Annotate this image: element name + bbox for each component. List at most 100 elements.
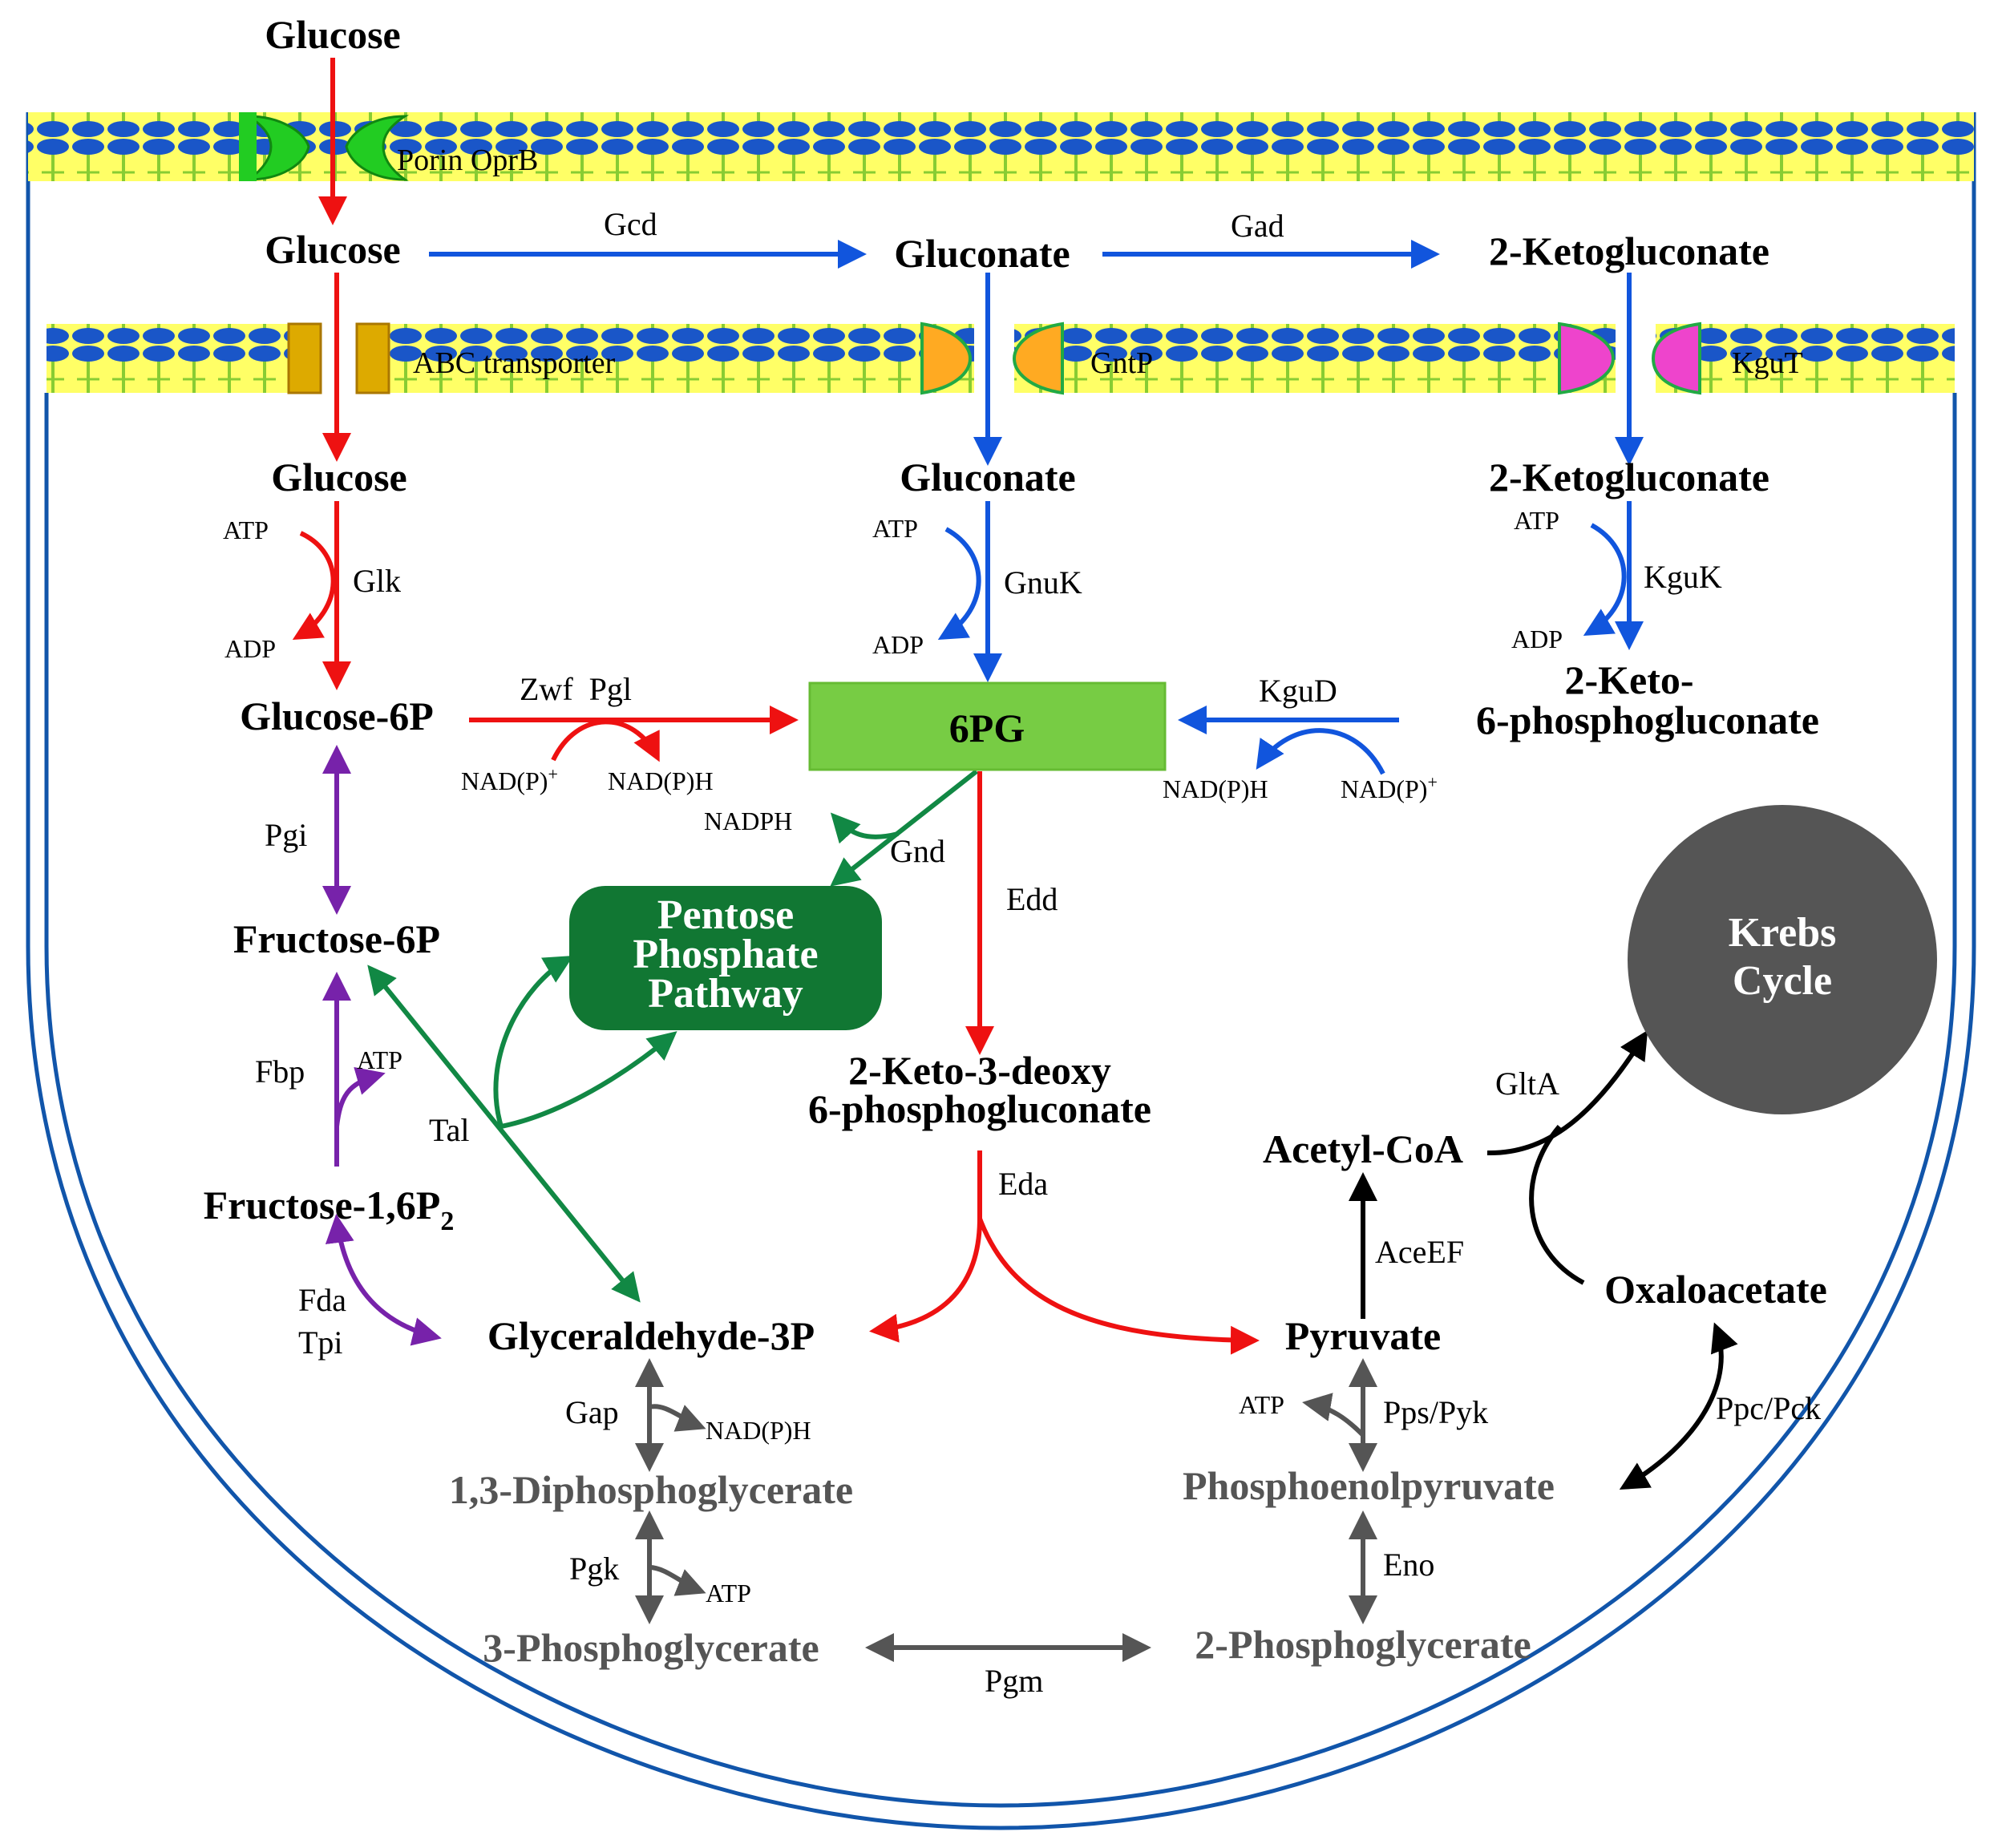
ppp-label-line1: Pentose — [657, 892, 794, 938]
abc-transporter-label: ABC transporter — [413, 346, 616, 380]
arrow-kgud-nadph — [1256, 728, 1385, 775]
arrow-zwf-nadp — [551, 719, 660, 762]
arrow-tal-to-ppp-lower — [500, 1031, 677, 1129]
cofactor-atp-kguk: ATP — [1514, 506, 1559, 535]
enzyme-glta: GltA — [1495, 1066, 1559, 1102]
enzyme-pps-pyk: Pps/Pyk — [1383, 1394, 1488, 1430]
enzyme-ppc-pck: Ppc/Pck — [1716, 1390, 1821, 1426]
keto6p-label-line1: 2-Keto- — [1564, 657, 1693, 702]
cofactor-nadph-zwf: NAD(P)H — [608, 766, 714, 795]
enzyme-kguk: KguK — [1644, 559, 1722, 595]
enzyme-gnd: Gnd — [890, 833, 945, 869]
gray-arrows — [635, 1358, 1377, 1662]
krebs-label-line1: Krebs — [1729, 910, 1837, 956]
kgut-label: KguT — [1732, 346, 1803, 380]
cofactor-labels: ATP ADP ATP ADP ATP ADP NAD(P)+ NAD(P)H … — [223, 506, 1563, 1607]
enzyme-gad: Gad — [1231, 208, 1284, 244]
enzyme-labels: Gcd Gad Glk GnuK KguK Zwf Pgl KguD Gnd E… — [255, 206, 1821, 1699]
arrow-pgk-atp — [649, 1565, 706, 1596]
dpg-label: 1,3-Diphosphoglycerate — [449, 1467, 853, 1512]
green-arrows — [367, 769, 978, 1303]
arrow-gnd-nadph — [830, 812, 899, 844]
pep-label: Phosphoenolpyruvate — [1183, 1463, 1555, 1508]
black-arrows — [1349, 1029, 1738, 1490]
enzyme-pgi: Pgi — [265, 817, 307, 853]
cofactor-nadph-kgud: NAD(P)H — [1163, 774, 1268, 803]
enzyme-tpi: Tpi — [298, 1324, 343, 1361]
cofactor-adp-glk: ADP — [224, 634, 276, 663]
kgut-left — [1558, 321, 1616, 395]
cofactor-nadph-gap: NAD(P)H — [706, 1416, 811, 1445]
gntp-right — [1012, 321, 1064, 395]
arrow-acetylcoa-to-krebs — [1486, 1029, 1648, 1156]
ketogluconate-cyto-label: 2-Ketogluconate — [1489, 455, 1769, 499]
kgut-right — [1651, 321, 1701, 395]
six-pg-label: 6PG — [949, 706, 1025, 750]
arrow-tal-f6p-g3p — [367, 964, 641, 1303]
pg2-label: 2-Phosphoglycerate — [1195, 1622, 1531, 1667]
glucose-cyto-label: Glucose — [271, 455, 406, 499]
purple-arrows — [322, 745, 442, 1346]
cofactor-atp-fbp: ATP — [357, 1045, 402, 1074]
enzyme-fda: Fda — [298, 1282, 346, 1318]
enzyme-pgm: Pgm — [985, 1663, 1043, 1699]
enzyme-fbp: Fbp — [255, 1053, 305, 1090]
cofactor-nadph-gnd: NADPH — [704, 807, 792, 835]
pyruvate-label: Pyruvate — [1285, 1313, 1441, 1358]
enzyme-glk: Glk — [353, 563, 401, 599]
outer-membrane: Porin OprB — [28, 112, 1974, 181]
enzyme-gap: Gap — [565, 1394, 619, 1430]
oxaloacetate-label: Oxaloacetate — [1604, 1267, 1827, 1312]
fructose-6p-label: Fructose-6P — [233, 916, 440, 961]
enzyme-pgk: Pgk — [569, 1551, 619, 1587]
line-oxaloacetate-to-glta — [1529, 1125, 1585, 1285]
cofactor-nadp-kgud: NAD(P)+ — [1341, 772, 1438, 803]
cofactor-adp-kguk: ADP — [1511, 625, 1563, 653]
arrow-eda-to-g3p — [869, 1218, 982, 1343]
arrow-glk-atp-adp — [292, 531, 336, 641]
inner-membrane: ABC transporter GntP KguT — [47, 321, 1955, 395]
gluconate-peri-label: Gluconate — [894, 231, 1070, 276]
enzyme-tal: Tal — [429, 1112, 470, 1148]
cofactor-atp-gnuk: ATP — [872, 514, 918, 543]
abc-transporter-left — [287, 322, 322, 394]
krebs-cycle-circle — [1628, 805, 1937, 1114]
enzyme-gcd: Gcd — [604, 206, 657, 242]
pg3-label: 3-Phosphoglycerate — [483, 1625, 819, 1670]
cofactor-atp-pps: ATP — [1239, 1390, 1284, 1419]
gntp-left — [920, 321, 973, 395]
arrow-pps-atp — [1302, 1393, 1365, 1438]
abc-transporter-right — [355, 322, 390, 394]
arrow-gnuk-atp-adp — [937, 527, 981, 641]
keto6p-label-line2: 6-phosphogluconate — [1476, 698, 1819, 742]
six-pg-box — [808, 681, 1167, 771]
arrow-kguk-atp-adp — [1583, 523, 1627, 637]
cofactor-atp-glk: ATP — [223, 516, 269, 544]
fructose-16p2-label: Fructose-1,6P2 — [204, 1183, 455, 1236]
cofactor-adp-gnuk: ADP — [872, 630, 924, 659]
arrow-eda-to-pyruvate — [977, 1217, 1260, 1355]
metabolite-labels: Glucose Glucose Gluconate 2-Ketogluconat… — [204, 12, 1827, 1670]
ppp-label-line3: Pathway — [648, 971, 803, 1017]
arrow-gap-nadph — [649, 1404, 706, 1432]
acetyl-coa-label: Acetyl-CoA — [1263, 1126, 1463, 1171]
enzyme-eno: Eno — [1383, 1547, 1434, 1583]
cell-envelope — [26, 112, 1976, 1830]
blue-arrows — [429, 240, 1644, 775]
cofactor-atp-pgk: ATP — [706, 1579, 751, 1607]
arrow-tal-to-ppp-upper — [493, 955, 574, 1127]
ppp-box — [569, 886, 882, 1030]
glucose-peri-label: Glucose — [265, 227, 400, 272]
kdpg-label-line1: 2-Keto-3-deoxy — [848, 1048, 1111, 1093]
enzyme-aceef: AceEF — [1375, 1234, 1464, 1270]
g3p-label: Glyceraldehyde-3P — [487, 1313, 815, 1358]
enzyme-kgud: KguD — [1259, 673, 1337, 709]
arrow-fbp-atp — [334, 1066, 386, 1127]
enzyme-zwf-pgl: Zwf Pgl — [520, 671, 632, 707]
gluconate-cyto-label: Gluconate — [900, 455, 1075, 499]
porin-oprb-left — [244, 115, 310, 181]
enzyme-edd: Edd — [1006, 881, 1058, 917]
enzyme-gnuk: GnuK — [1004, 564, 1082, 600]
cofactor-nadp-zwf: NAD(P)+ — [461, 764, 558, 795]
